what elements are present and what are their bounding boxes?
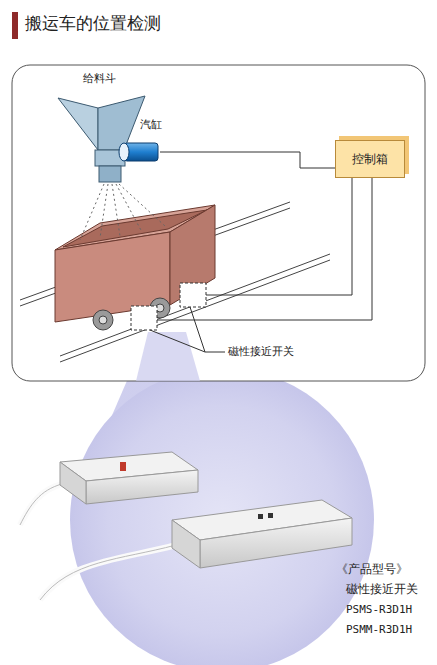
cart <box>55 205 215 322</box>
control-box: 控制箱 <box>335 140 405 178</box>
callout-label: 磁性接近开关 <box>228 345 294 358</box>
model-number: PSMM-R3D1H <box>346 623 412 636</box>
proximity-switch <box>131 283 206 330</box>
zoom-beam <box>136 332 200 381</box>
product-name: 磁性接近开关 <box>346 582 418 596</box>
leader-line <box>150 307 225 352</box>
part-label: 给料斗 <box>83 72 116 85</box>
wheel <box>93 298 170 330</box>
material-spray <box>80 184 165 240</box>
hopper <box>58 96 145 182</box>
sensor-photo <box>20 452 198 525</box>
zoom-circle <box>70 368 374 665</box>
sensor-photo <box>40 500 352 600</box>
model-number: PSMS-R3D1H <box>346 603 412 616</box>
rails <box>20 202 330 362</box>
node-text: 控制箱 <box>352 151 388 168</box>
scene-frame <box>12 65 425 381</box>
part-label: 汽缸 <box>140 118 162 131</box>
title-bar <box>12 12 18 39</box>
title: 搬运车的位置检测 <box>25 12 161 35</box>
note-heading: 《产品型号》 <box>336 562 408 576</box>
cylinder <box>119 143 158 161</box>
